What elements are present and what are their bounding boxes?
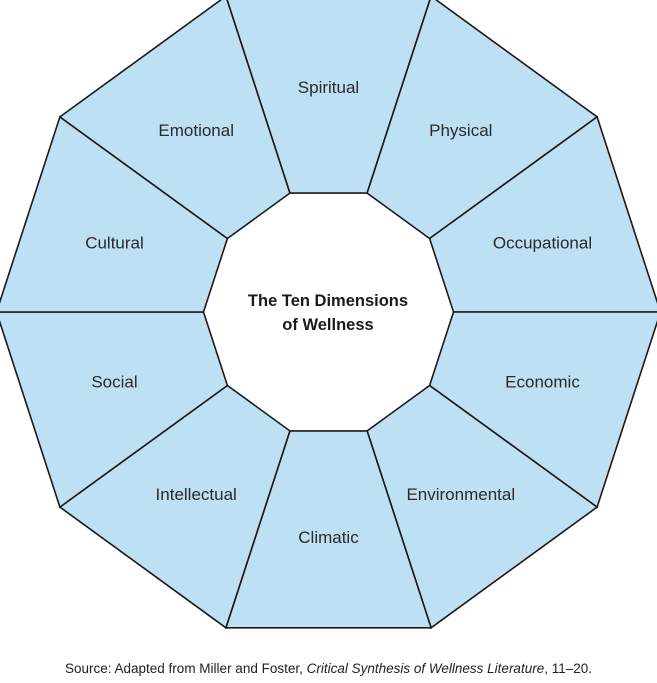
- label-climatic: Climatic: [298, 528, 359, 547]
- label-economic: Economic: [505, 373, 580, 392]
- center-title-line-2: of Wellness: [282, 316, 373, 334]
- center-title-line-1: The Ten Dimensions: [248, 292, 408, 310]
- label-intellectual: Intellectual: [156, 485, 237, 504]
- label-social: Social: [91, 373, 137, 392]
- segment-emotional: [58, 0, 291, 240]
- label-cultural: Cultural: [85, 234, 144, 253]
- label-physical: Physical: [429, 121, 492, 140]
- label-emotional: Emotional: [158, 121, 234, 140]
- source-title: Critical Synthesis of Wellness Literatur…: [306, 661, 545, 676]
- dimension-segments: [0, 0, 657, 630]
- label-environmental: Environmental: [406, 485, 515, 504]
- source-prefix: Source: Adapted from Miller and Foster,: [64, 661, 307, 676]
- label-occupational: Occupational: [493, 234, 592, 253]
- label-spiritual: Spiritual: [298, 78, 359, 97]
- source-citation: Source: Adapted from Miller and Foster, …: [0, 661, 657, 676]
- dimension-labels: SpiritualPhysicalOccupationalEconomicEnv…: [85, 78, 592, 547]
- source-suffix: , 11–20.: [544, 661, 593, 676]
- wellness-decagon-diagram: SpiritualPhysicalOccupationalEconomicEnv…: [0, 0, 657, 630]
